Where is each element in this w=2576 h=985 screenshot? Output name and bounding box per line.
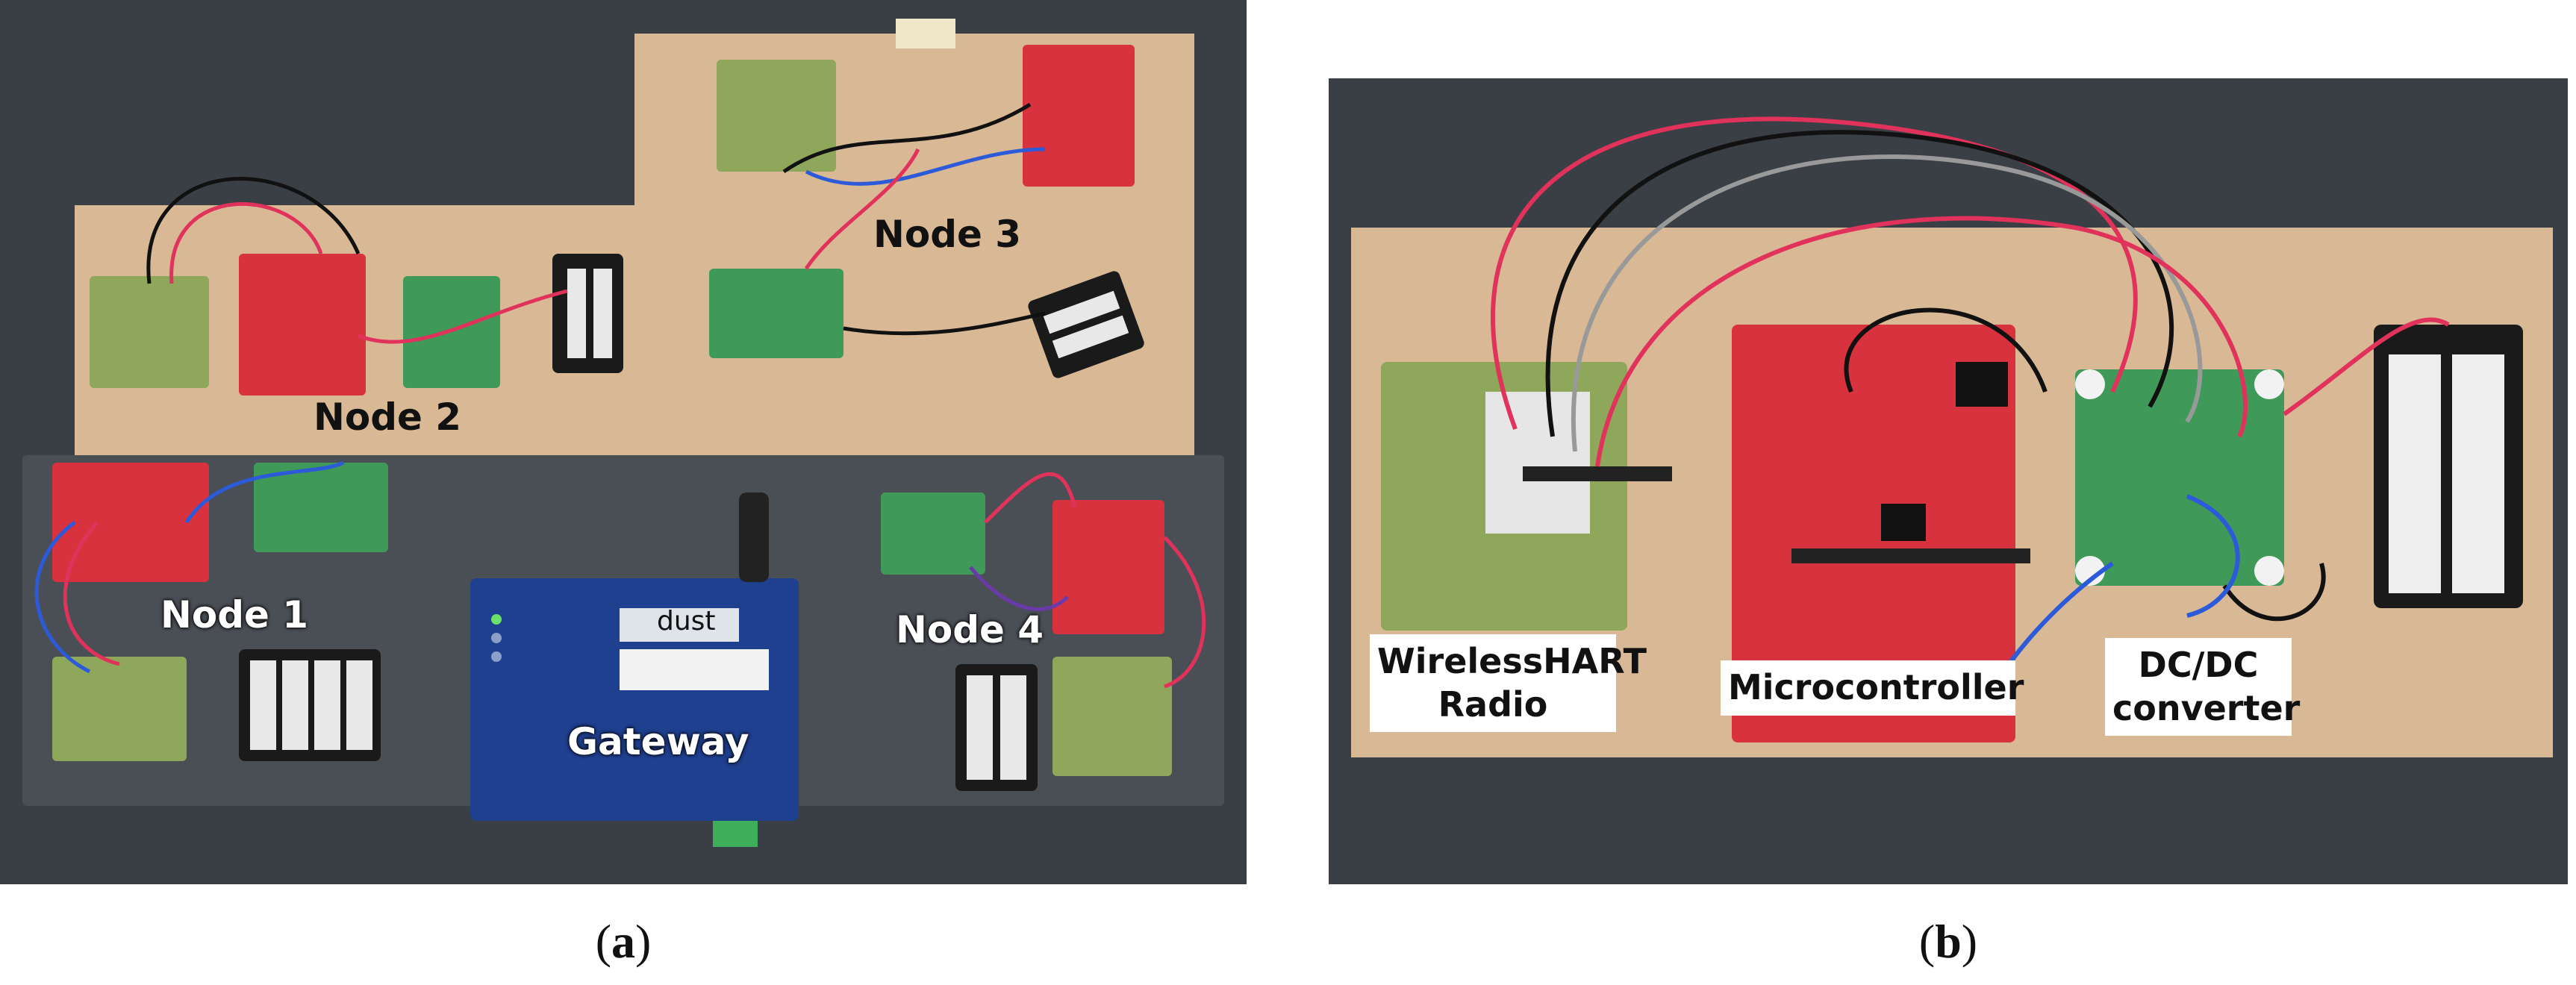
mcu-board bbox=[1732, 325, 2015, 742]
gateway-brand-label: dust bbox=[657, 606, 716, 637]
node2-label: Node 2 bbox=[314, 395, 462, 439]
node1-dcdc-board bbox=[254, 463, 388, 552]
caption-a-close: ) bbox=[635, 915, 652, 968]
photo-b-svg bbox=[1329, 78, 2568, 884]
cables-a bbox=[34, 102, 1206, 689]
radio-label-line2: Radio bbox=[1438, 684, 1548, 725]
caption-b: (b) bbox=[1836, 914, 2060, 969]
caption-a: (a) bbox=[511, 914, 735, 969]
node1-mcu-board bbox=[52, 463, 209, 582]
caption-b-open: ( bbox=[1918, 915, 1936, 968]
node3-dcdc-board bbox=[709, 269, 843, 358]
caption-b-close: ) bbox=[1961, 915, 1978, 968]
node4-label: Node 4 bbox=[896, 608, 1044, 651]
photo-panel-b: WirelessHART Radio Microcontroller DC/DC… bbox=[1329, 78, 2568, 884]
caption-b-letter: b bbox=[1935, 915, 1962, 968]
node2-battery bbox=[552, 254, 623, 373]
node3-mcu-board bbox=[1023, 45, 1135, 187]
cables-b bbox=[1491, 116, 2450, 699]
node4-mcu-board bbox=[1052, 500, 1164, 634]
node2-radio-board bbox=[90, 276, 209, 388]
gateway-label: Gateway bbox=[567, 720, 749, 763]
dcdc-converter-label: DC/DC converter bbox=[2105, 638, 2301, 736]
node4-radio-board bbox=[1052, 657, 1172, 776]
gateway-antenna bbox=[739, 492, 769, 582]
wirelesshart-radio-label: WirelessHART Radio bbox=[1370, 634, 1647, 732]
node1-radio-board bbox=[52, 657, 187, 761]
node1-label: Node 1 bbox=[160, 593, 309, 637]
node3-label: Node 3 bbox=[873, 213, 1022, 256]
caption-a-open: ( bbox=[595, 915, 611, 968]
microcontroller-label: Microcontroller bbox=[1721, 660, 2024, 716]
radio-label-line1: WirelessHART bbox=[1377, 641, 1647, 681]
caption-a-letter: a bbox=[611, 915, 635, 968]
photo-a-svg bbox=[0, 0, 1247, 884]
node4-dcdc-board bbox=[881, 492, 985, 575]
dcdc-board bbox=[2075, 369, 2284, 586]
node2-mcu-board bbox=[239, 254, 366, 395]
dcdc-label-line2: converter bbox=[2112, 687, 2301, 728]
sticky-note bbox=[896, 19, 955, 49]
photo-panel-a: Node 2 Node 3 Node 1 Node 4 Gateway dust bbox=[0, 0, 1247, 884]
node3-radio-board bbox=[717, 60, 836, 172]
dcdc-label-line1: DC/DC bbox=[2138, 645, 2259, 685]
